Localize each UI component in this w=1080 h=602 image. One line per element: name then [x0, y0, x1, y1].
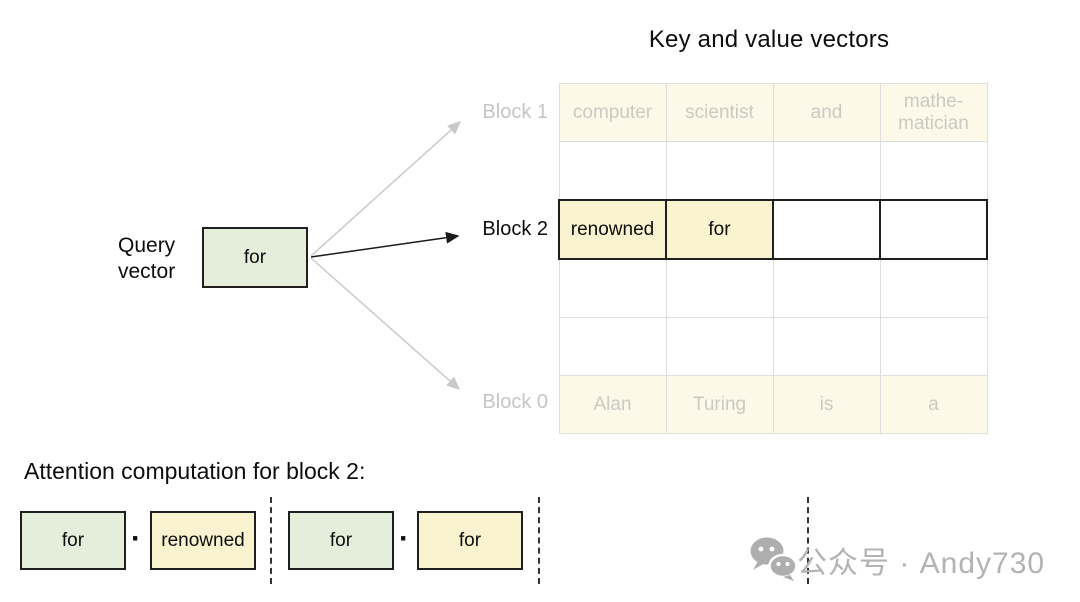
kv-cell	[879, 199, 988, 260]
kv-cell: renowned	[558, 199, 667, 260]
kv-cell	[879, 258, 988, 318]
pair2-dot-operator: ·	[399, 522, 409, 555]
kv-cell	[665, 141, 774, 201]
watermark-text: 公众号 · Andy730	[797, 547, 1046, 580]
kv-row-block1: computer scientist and mathe- matician	[558, 83, 988, 142]
block-divider-dashed-line	[807, 497, 809, 584]
block1-label: Block 1	[482, 101, 548, 123]
pair2-key-box: for	[417, 511, 523, 570]
kv-cell: for	[665, 199, 774, 260]
kv-cell	[772, 258, 881, 318]
kv-row-block2: renowned for	[558, 199, 988, 260]
kv-row-empty	[558, 317, 988, 376]
kv-cell	[665, 258, 774, 318]
attention-heading: Attention computation for block 2:	[24, 458, 366, 484]
kv-cell	[879, 141, 988, 201]
kv-title: Key and value vectors	[648, 26, 890, 53]
kv-cell	[665, 317, 774, 376]
kv-cell	[879, 317, 988, 376]
kv-cell	[772, 199, 881, 260]
kv-cell	[558, 141, 667, 201]
kv-cell	[772, 141, 881, 201]
kv-cell: Alan	[558, 375, 667, 434]
kv-cell	[558, 317, 667, 376]
wechat-icon	[750, 537, 798, 581]
pair1-key-box: renowned	[150, 511, 256, 570]
block-divider-dashed-line	[270, 497, 272, 584]
kv-grid: computer scientist and mathe- matician r…	[558, 83, 988, 434]
kv-cell	[558, 258, 667, 318]
query-vector-label: Query vector	[118, 234, 176, 283]
kv-cell: and	[772, 83, 881, 142]
kv-cell: mathe- matician	[879, 83, 988, 142]
block0-label: Block 0	[482, 391, 548, 413]
kv-row-empty	[558, 141, 988, 201]
kv-cell: computer	[558, 83, 667, 142]
block2-label: Block 2	[482, 218, 548, 240]
kv-cell: is	[772, 375, 881, 434]
kv-cell	[772, 317, 881, 376]
kv-row-block0: Alan Turing is a	[558, 375, 988, 434]
query-vector-box: for	[202, 227, 308, 288]
pair1-dot-operator: ·	[131, 522, 141, 555]
pair1-query-box: for	[20, 511, 126, 570]
kv-cell: scientist	[665, 83, 774, 142]
kv-cell: a	[879, 375, 988, 434]
arrow-to-block0	[310, 257, 461, 390]
pair2-query-box: for	[288, 511, 394, 570]
kv-row-empty	[558, 258, 988, 318]
block-divider-dashed-line	[538, 497, 540, 584]
kv-cell: Turing	[665, 375, 774, 434]
